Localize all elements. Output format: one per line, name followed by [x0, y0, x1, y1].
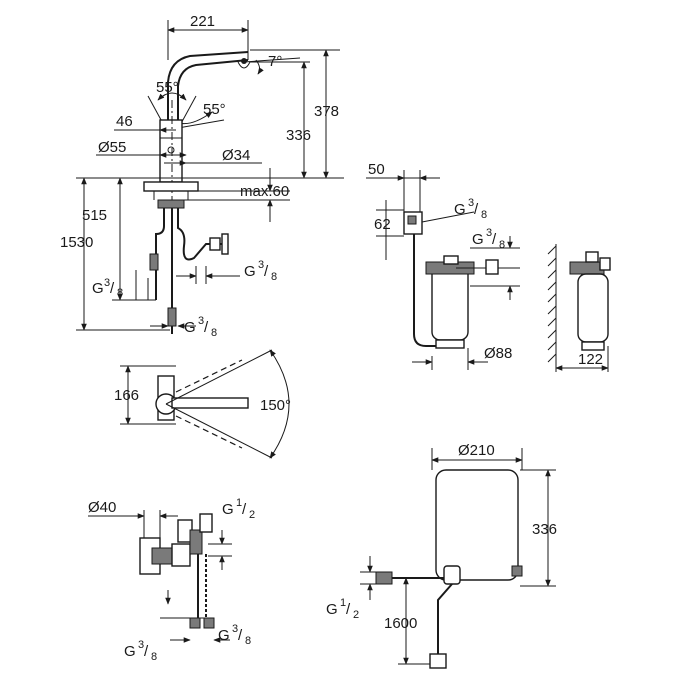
- filter-thread-g38-b: G 3 / 8: [472, 227, 505, 251]
- faucet-elevation-view: 221 7° 55° 55° 46 Ø55 Ø34: [60, 13, 344, 339]
- boiler-view: Ø210 336 G 1 / 2 1600: [326, 442, 557, 669]
- svg-text:8: 8: [499, 239, 505, 251]
- svg-text:8: 8: [245, 635, 251, 647]
- svg-text:1: 1: [236, 497, 242, 509]
- svg-text:G: G: [454, 201, 466, 218]
- rotation-150-label: 150°: [260, 397, 291, 414]
- filter-assembly-view: 50 62 G 3 / 8 G 3 / 8: [366, 161, 611, 372]
- length-1530-label: 1530: [60, 234, 93, 251]
- svg-text:1: 1: [340, 597, 346, 609]
- svg-text:8: 8: [117, 287, 123, 299]
- boiler-hose: [437, 583, 453, 654]
- svg-text:/: /: [238, 627, 243, 644]
- spout-outlet: [237, 61, 251, 69]
- valve-thread-g12: G 1 / 2: [222, 497, 255, 521]
- faucet-spout: [167, 51, 249, 120]
- swivel-angle-b-label: 55°: [203, 101, 226, 118]
- boiler-thread-g12: G 1 / 2: [326, 597, 359, 621]
- boiler-dia-210-label: Ø210: [458, 442, 495, 459]
- svg-text:G: G: [222, 501, 234, 518]
- filter-hose: [413, 234, 436, 347]
- wall-filter-cartridge: [577, 273, 609, 343]
- filter-dia-88-label: Ø88: [484, 345, 512, 362]
- svg-text:3: 3: [104, 277, 110, 289]
- svg-text:3: 3: [468, 197, 474, 209]
- boiler-height-336-label: 336: [532, 521, 557, 538]
- filter-height-62-label: 62: [374, 216, 391, 233]
- hose-right: [177, 208, 222, 261]
- height-336-label: 336: [286, 127, 311, 144]
- svg-text:8: 8: [211, 327, 217, 339]
- svg-text:G: G: [244, 263, 256, 280]
- height-378-label: 378: [314, 103, 339, 120]
- boiler-tank: [435, 469, 519, 581]
- diameter-55-label: Ø55: [98, 139, 126, 156]
- svg-text:G: G: [184, 319, 196, 336]
- svg-text:8: 8: [271, 271, 277, 283]
- length-515-label: 515: [82, 207, 107, 224]
- svg-text:3: 3: [486, 227, 492, 239]
- svg-text:8: 8: [481, 209, 487, 221]
- valve-thread-g38-b: G 3 / 8: [218, 623, 251, 647]
- offset-46-label: 46: [116, 113, 133, 130]
- svg-text:2: 2: [353, 609, 359, 621]
- faucet-base-plate: [143, 181, 199, 192]
- svg-text:/: /: [110, 280, 115, 297]
- svg-text:/: /: [242, 501, 247, 518]
- filter-cartridge: [431, 263, 469, 341]
- svg-text:/: /: [474, 201, 479, 218]
- boiler-connector: [443, 565, 461, 585]
- svg-text:G: G: [92, 280, 104, 297]
- shutoff-valve: [485, 259, 499, 275]
- swivel-angle-a-label: 55°: [156, 79, 179, 96]
- svg-text:G: G: [218, 627, 230, 644]
- wall-hatch: [547, 245, 557, 363]
- svg-text:/: /: [346, 601, 351, 618]
- svg-text:2: 2: [249, 509, 255, 521]
- valve-thread-g38-a: G 3 / 8: [124, 639, 157, 663]
- svg-text:8: 8: [151, 651, 157, 663]
- svg-text:G: G: [124, 643, 136, 660]
- plan-spout-rotated-a: [175, 359, 243, 393]
- mounting-nut: [157, 199, 185, 209]
- svg-text:3: 3: [198, 315, 204, 327]
- svg-text:3: 3: [258, 259, 264, 271]
- svg-text:/: /: [204, 319, 209, 336]
- thread-g38-label-b: G 3 / 8: [244, 259, 277, 283]
- hose-left: [155, 208, 165, 300]
- plan-spout-rotated-b: [175, 415, 243, 449]
- svg-text:G: G: [326, 601, 338, 618]
- filter-thread-g38-a: G 3 / 8: [454, 197, 487, 221]
- svg-text:/: /: [492, 231, 497, 248]
- mixing-valve-view: Ø40 G 1 / 2 G 3 / 8 G 3: [88, 497, 255, 663]
- plan-spout: [171, 397, 249, 409]
- thread-g38-label-c: G 3 / 8: [184, 315, 217, 339]
- faucet-plan-view: 166 150°: [114, 349, 291, 459]
- reach-dimension-label: 221: [190, 13, 215, 30]
- svg-text:3: 3: [138, 639, 144, 651]
- boiler-hose-1600-label: 1600: [384, 615, 417, 632]
- svg-text:G: G: [472, 231, 484, 248]
- svg-text:3: 3: [232, 623, 238, 635]
- svg-text:/: /: [144, 643, 149, 660]
- plan-166-label: 166: [114, 387, 139, 404]
- max-60-label: max.60: [240, 183, 289, 200]
- thread-g38-label-a: G 3 / 8: [92, 277, 123, 299]
- wall-distance-122-label: 122: [578, 351, 603, 368]
- svg-text:/: /: [264, 263, 269, 280]
- filter-width-50-label: 50: [368, 161, 385, 178]
- valve-dia-40-label: Ø40: [88, 499, 116, 516]
- diameter-34-label: Ø34: [222, 147, 250, 164]
- faucet-body: [159, 119, 183, 183]
